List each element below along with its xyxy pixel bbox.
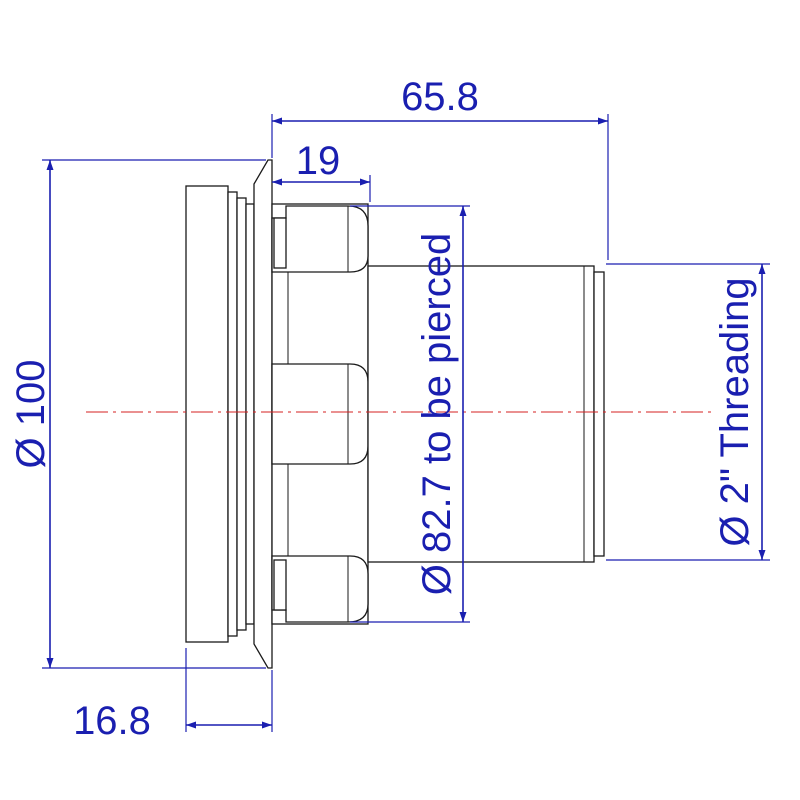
threaded-pipe bbox=[367, 265, 595, 563]
gasket-3 bbox=[245, 203, 255, 625]
dim-label-collar-length: 19 bbox=[296, 139, 341, 183]
dim-label-thread-diameter: Ø 2" Threading bbox=[713, 277, 757, 546]
gasket-1 bbox=[227, 191, 238, 637]
dimension-lines bbox=[42, 114, 770, 732]
dim-label-flange-diameter: Ø 100 bbox=[9, 360, 53, 469]
dim-label-hole-diameter: Ø 82.7 to be pierced bbox=[415, 233, 459, 595]
tapered-flange bbox=[253, 159, 273, 669]
part-outline bbox=[185, 159, 605, 669]
front-flange bbox=[185, 185, 229, 643]
gasket-2 bbox=[236, 197, 247, 631]
clip-tab-top bbox=[271, 205, 369, 273]
clip-tab-middle bbox=[271, 363, 369, 465]
dim-label-overall-length: 65.8 bbox=[401, 75, 479, 119]
dim-label-flange-thickness: 16.8 bbox=[73, 699, 151, 743]
pipe-end-ring bbox=[593, 271, 605, 557]
